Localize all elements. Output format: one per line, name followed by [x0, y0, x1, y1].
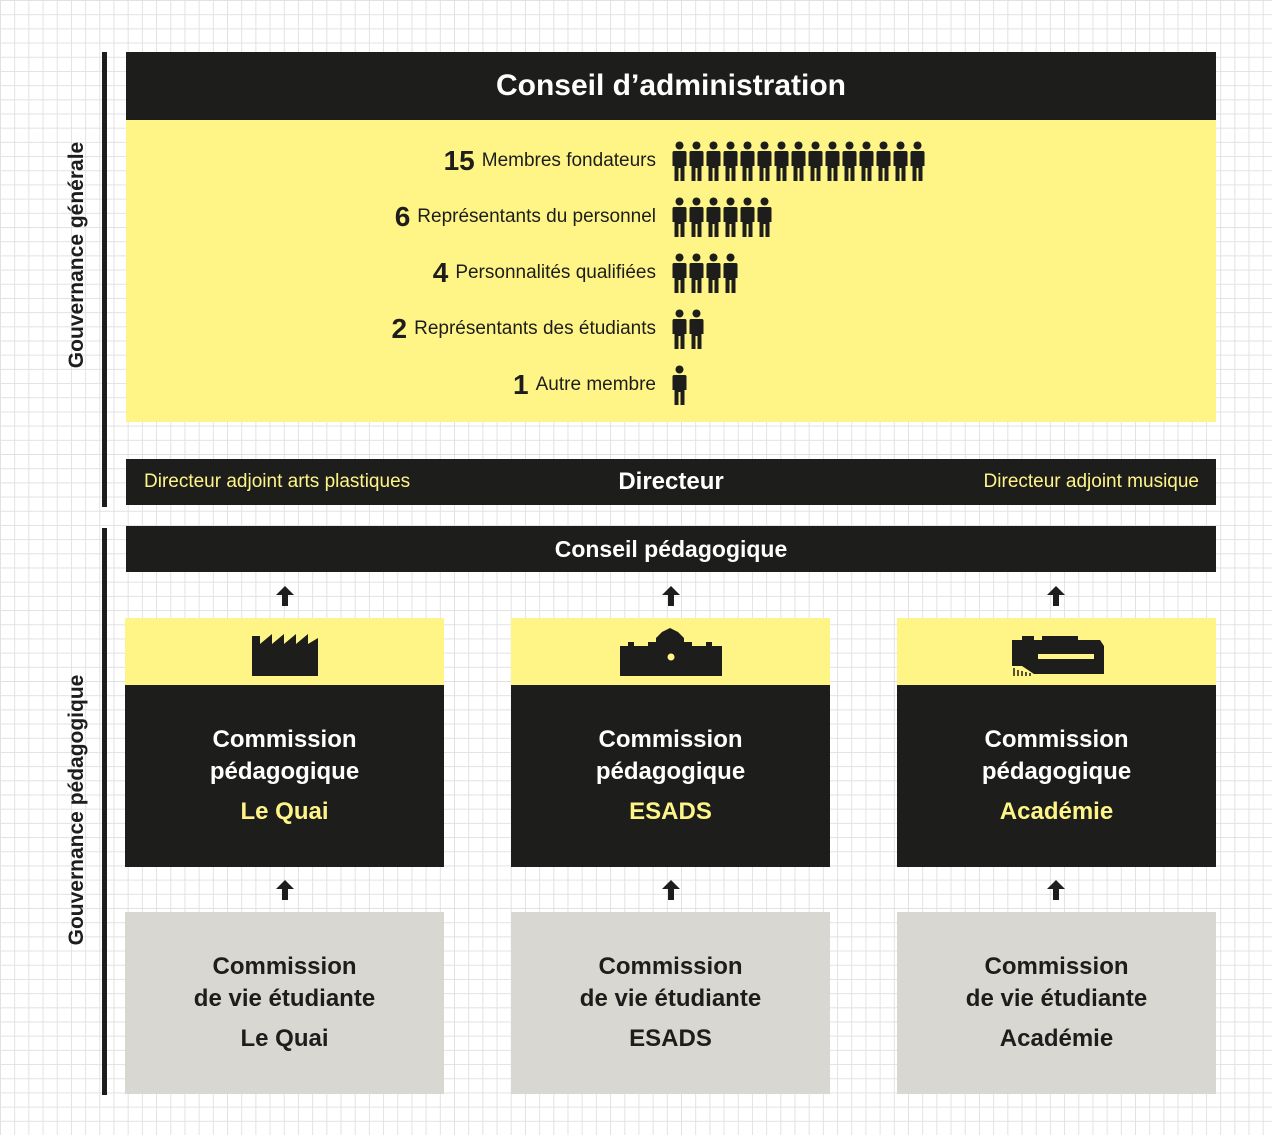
person-icon	[757, 141, 772, 181]
member-count: 6	[394, 201, 411, 232]
people-icons	[671, 195, 773, 239]
institution-icon-panel	[897, 618, 1216, 685]
person-icon	[842, 141, 857, 181]
people-icons	[671, 139, 926, 183]
person-icon	[706, 253, 721, 293]
commission-line1: Commission	[212, 726, 357, 753]
person-icon	[689, 197, 704, 237]
institution-icon-panel	[511, 618, 830, 685]
institution-name: ESADS	[629, 1025, 712, 1052]
board-title: Conseil d’administration	[495, 69, 847, 102]
member-row: 2 Représentants des étudiants	[126, 307, 1216, 351]
person-icon	[910, 141, 925, 181]
pedagogical-council-title: Conseil pédagogique	[554, 535, 788, 562]
commission-line1: Commission	[598, 953, 743, 980]
person-icon	[706, 141, 721, 181]
commission-line1: Commission	[212, 953, 357, 980]
member-row: 15 Membres fondateurs	[126, 139, 1216, 183]
pedagogical-council-header: Conseil pédagogique	[126, 526, 1216, 572]
person-icon	[672, 309, 687, 349]
person-icon	[723, 141, 738, 181]
person-icon	[791, 141, 806, 181]
commission-line2: pédagogique	[209, 758, 360, 785]
deputy-director-music: Directeur adjoint musique	[983, 471, 1199, 492]
institution-name: ESADS	[629, 798, 712, 825]
member-label: Personnalités qualifiées	[455, 262, 656, 283]
person-icon	[723, 253, 738, 293]
arrow-up-icon	[662, 880, 680, 900]
institution-name: Académie	[999, 798, 1114, 825]
commission-line2: pédagogique	[595, 758, 746, 785]
pedagogical-commission-academie: Commission pédagogique Académie	[897, 685, 1216, 867]
institution-name: Le Quai	[240, 1025, 329, 1052]
person-icon	[876, 141, 891, 181]
direction-bar: Directeur adjoint arts plastiques Direct…	[126, 459, 1216, 505]
person-icon	[893, 141, 908, 181]
person-icon	[706, 197, 721, 237]
member-count: 4	[432, 257, 449, 288]
student-life-commission-academie: Commission de vie étudiante Académie	[897, 912, 1216, 1094]
institution-name: Le Quai	[240, 798, 329, 825]
pedagogical-commission-esads: Commission pédagogique ESADS	[511, 685, 830, 867]
student-life-commission-le-quai: Commission de vie étudiante Le Quai	[125, 912, 444, 1094]
board-header: Conseil d’administration	[126, 52, 1216, 120]
member-label: Membres fondateurs	[481, 150, 656, 171]
member-label: Représentants du personnel	[417, 206, 656, 227]
building-icon	[1011, 635, 1104, 676]
member-label: Représentants des étudiants	[414, 318, 656, 339]
member-label: Autre membre	[535, 374, 656, 395]
pedagogical-governance-bar	[102, 528, 107, 1095]
arrow-up-icon	[276, 586, 294, 606]
pedagogical-commission-le-quai: Commission pédagogique Le Quai	[125, 685, 444, 867]
people-icons	[671, 363, 688, 407]
student-life-commission-esads: Commission de vie étudiante ESADS	[511, 912, 830, 1094]
member-row: 6 Représentants du personnel	[126, 195, 1216, 239]
commission-line2: de vie étudiante	[193, 985, 376, 1012]
institution-name: Académie	[999, 1025, 1114, 1052]
member-row: 1 Autre membre	[126, 363, 1216, 407]
person-icon	[672, 197, 687, 237]
person-icon	[689, 253, 704, 293]
person-icon	[672, 141, 687, 181]
arrow-up-icon	[662, 586, 680, 606]
commission-line1: Commission	[984, 953, 1129, 980]
commission-line2: de vie étudiante	[965, 985, 1148, 1012]
person-icon	[689, 141, 704, 181]
member-count: 15	[443, 145, 475, 176]
director: Directeur	[618, 468, 724, 495]
people-icons	[671, 251, 739, 295]
person-icon	[774, 141, 789, 181]
person-icon	[672, 365, 687, 405]
person-icon	[808, 141, 823, 181]
person-icon	[689, 309, 704, 349]
institution-icon-panel	[125, 618, 444, 685]
general-governance-label: Gouvernance générale	[65, 141, 88, 369]
arrow-up-icon	[1047, 586, 1065, 606]
factory-icon	[251, 633, 318, 676]
person-icon	[859, 141, 874, 181]
commission-line1: Commission	[984, 726, 1129, 753]
member-count: 2	[391, 313, 408, 344]
commission-line2: de vie étudiante	[579, 985, 762, 1012]
person-icon	[723, 197, 738, 237]
castle-icon	[619, 627, 722, 676]
member-row: 4 Personnalités qualifiées	[126, 251, 1216, 295]
board-members-panel: 15 Membres fondateurs 6 Représentants du p…	[126, 120, 1216, 422]
person-icon	[757, 197, 772, 237]
arrow-up-icon	[1047, 880, 1065, 900]
pedagogical-governance-label: Gouvernance pédagogique	[65, 674, 88, 946]
general-governance-bar	[102, 52, 107, 507]
person-icon	[740, 197, 755, 237]
deputy-director-arts: Directeur adjoint arts plastiques	[144, 471, 411, 492]
person-icon	[825, 141, 840, 181]
person-icon	[740, 141, 755, 181]
commission-line1: Commission	[598, 726, 743, 753]
person-icon	[672, 253, 687, 293]
people-icons	[671, 307, 705, 351]
arrow-up-icon	[276, 880, 294, 900]
commission-line2: pédagogique	[981, 758, 1132, 785]
member-count: 1	[513, 369, 529, 400]
